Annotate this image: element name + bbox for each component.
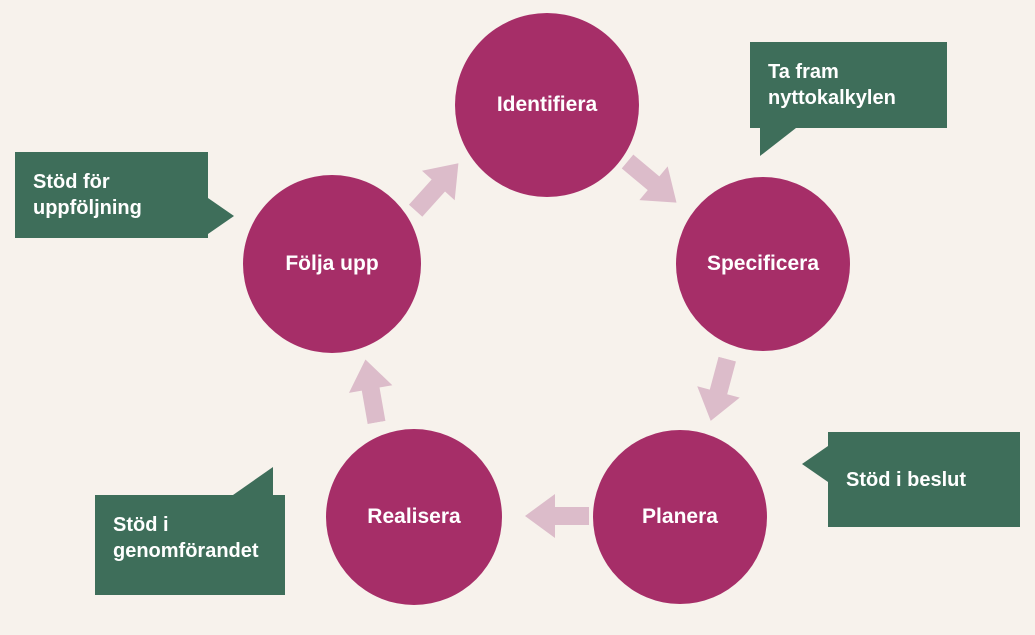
callout-label: Stöd i genomförandet	[113, 514, 259, 562]
arrow-specificera-to-planera-icon	[688, 353, 751, 427]
callout-tail-down-icon	[760, 128, 796, 156]
step-label-planera: Planera	[642, 505, 718, 528]
step-circle-identifiera: Identifiera	[455, 13, 639, 197]
callout-label: Ta fram nyttokalkylen	[768, 61, 896, 109]
callout-stod-i-genomforandet: Stöd i genomförandet	[95, 467, 285, 595]
callout-label: Stöd för uppföljning	[33, 171, 142, 219]
callout-label: Stöd i beslut	[846, 468, 966, 491]
step-label-realisera: Realisera	[367, 505, 461, 528]
arrow-identifiera-to-specificera-icon	[612, 143, 692, 221]
step-circle-realisera: Realisera	[326, 429, 502, 605]
step-circle-planera: Planera	[593, 430, 767, 604]
callout-tail-right-icon	[208, 198, 234, 234]
callout-tail-up-icon	[233, 467, 273, 495]
callout-tail-left-icon	[802, 446, 828, 482]
callout-stod-i-beslut: Stöd i beslut	[802, 432, 1020, 527]
step-label-folja-upp: Följa upp	[285, 252, 379, 275]
step-label-specificera: Specificera	[706, 252, 820, 275]
step-circle-folja-upp: Följa upp	[243, 175, 421, 353]
arrow-folja-upp-to-identifiera-icon	[398, 147, 476, 227]
step-label-identifiera: Identifiera	[496, 93, 598, 116]
callout-stod-for-uppfoljning: Stöd för uppföljning	[15, 152, 234, 238]
arrow-planera-to-realisera-icon	[525, 492, 589, 540]
callout-ta-fram-nyttokalkylen: Ta fram nyttokalkylen	[750, 42, 947, 156]
step-circle-specificera: Specificera	[676, 177, 850, 351]
arrow-realisera-to-folja-upp-icon	[342, 355, 400, 426]
